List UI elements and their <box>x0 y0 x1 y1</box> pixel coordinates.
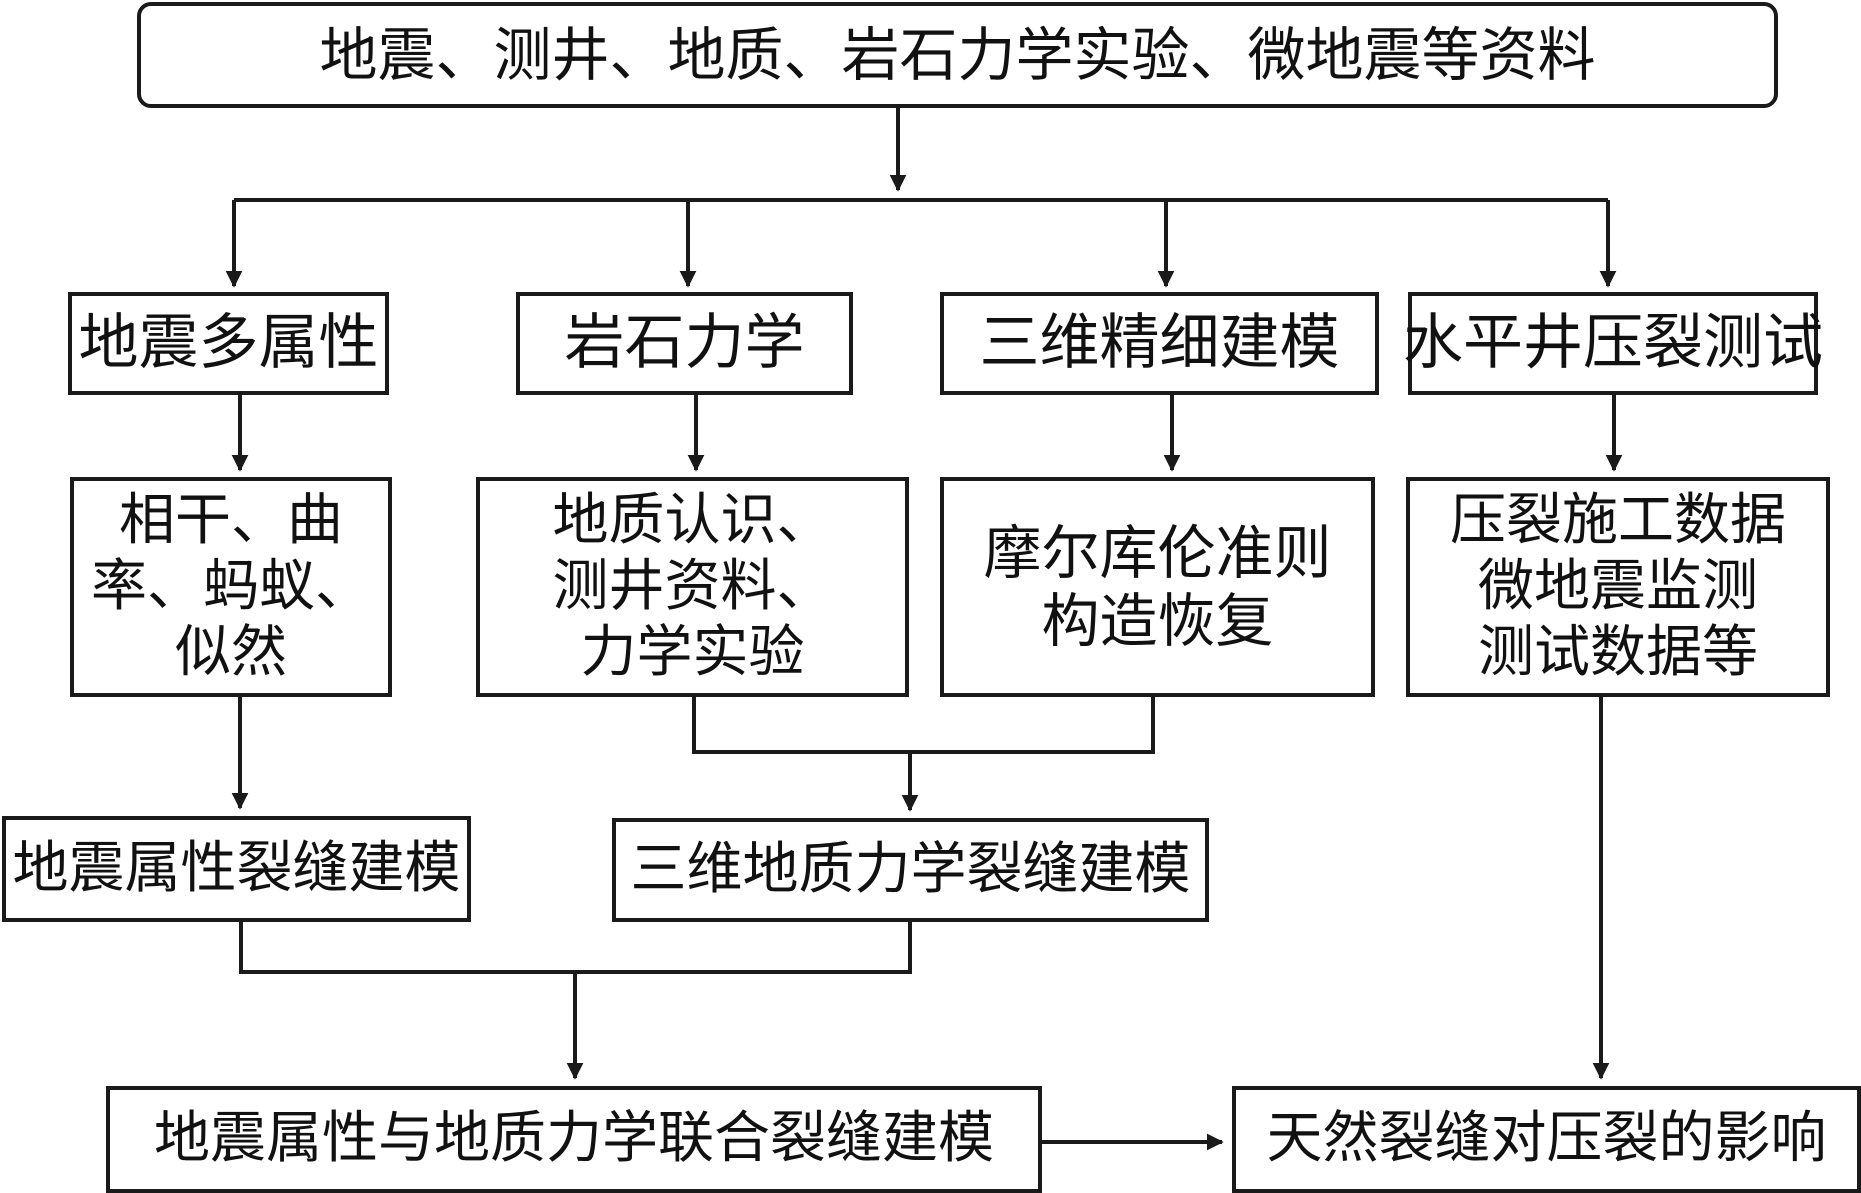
geology-data-line: 测井资料、 <box>552 553 833 619</box>
fracturing-data-line: 微地震监测 <box>1478 553 1758 619</box>
mohr-coulomb-line: 构造恢复 <box>1041 587 1274 655</box>
data-sources-box: 地震、测井、地质、岩石力学实验、微地震等资料 <box>137 2 1778 108</box>
attribute-list-box: 相干、曲 率、蚂蚁、 似然 <box>70 477 392 697</box>
fracture-impact-box: 天然裂缝对压裂的影响 <box>1232 1086 1861 1193</box>
attribute-list: 相干、曲 率、蚂蚁、 似然 <box>91 488 371 686</box>
joint-fracture-model-label: 地震属性与地质力学联合裂缝建模 <box>154 1106 994 1172</box>
attribute-list-line: 相干、曲 <box>119 487 343 553</box>
seismic-attributes-box: 地震多属性 <box>68 292 389 395</box>
attribute-fracture-model-box: 地震属性裂缝建模 <box>2 816 471 922</box>
fine-3d-modeling-box: 三维精细建模 <box>940 292 1379 395</box>
fracturing-data-line: 压裂施工数据 <box>1450 487 1786 553</box>
mohr-coulomb-list: 摩尔库伦准则 构造恢复 <box>983 519 1331 656</box>
data-sources-label: 地震、测井、地质、岩石力学实验、微地震等资料 <box>319 20 1596 89</box>
fracturing-data-box: 压裂施工数据 微地震监测 测试数据等 <box>1406 477 1830 697</box>
geomechanics-fracture-model-label: 三维地质力学裂缝建模 <box>630 836 1191 902</box>
fracturing-data-list: 压裂施工数据 微地震监测 测试数据等 <box>1450 488 1786 686</box>
mohr-coulomb-box: 摩尔库伦准则 构造恢复 <box>940 477 1375 697</box>
merge-geo-mohr <box>692 697 1155 754</box>
geology-data-line: 地质认识、 <box>552 487 833 553</box>
geology-data-box: 地质认识、 测井资料、 力学实验 <box>476 477 909 697</box>
joint-fracture-model-box: 地震属性与地质力学联合裂缝建模 <box>106 1086 1042 1193</box>
horizontal-well-test-box: 水平井压裂测试 <box>1403 292 1823 395</box>
geomechanics-fracture-model-box: 三维地质力学裂缝建模 <box>612 818 1209 922</box>
attribute-list-line: 率、蚂蚁、 <box>91 553 371 619</box>
rock-mechanics-box: 岩石力学 <box>516 292 853 395</box>
attribute-fracture-model-label: 地震属性裂缝建模 <box>12 835 461 901</box>
attribute-list-line: 似然 <box>175 620 287 686</box>
horizontal-well-test-label: 水平井压裂测试 <box>1403 308 1823 379</box>
seismic-attributes-label: 地震多属性 <box>78 308 379 379</box>
fracturing-data-line: 测试数据等 <box>1478 620 1758 686</box>
mohr-coulomb-line: 摩尔库伦准则 <box>983 518 1332 587</box>
geology-data-line: 力学实验 <box>580 620 805 686</box>
rock-mechanics-label: 岩石力学 <box>564 308 805 379</box>
merge-row4 <box>239 922 912 974</box>
fine-3d-modeling-label: 三维精细建模 <box>979 308 1340 379</box>
geology-data-list: 地质认识、 测井资料、 力学实验 <box>553 488 833 686</box>
fracture-impact-label: 天然裂缝对压裂的影响 <box>1266 1106 1827 1172</box>
